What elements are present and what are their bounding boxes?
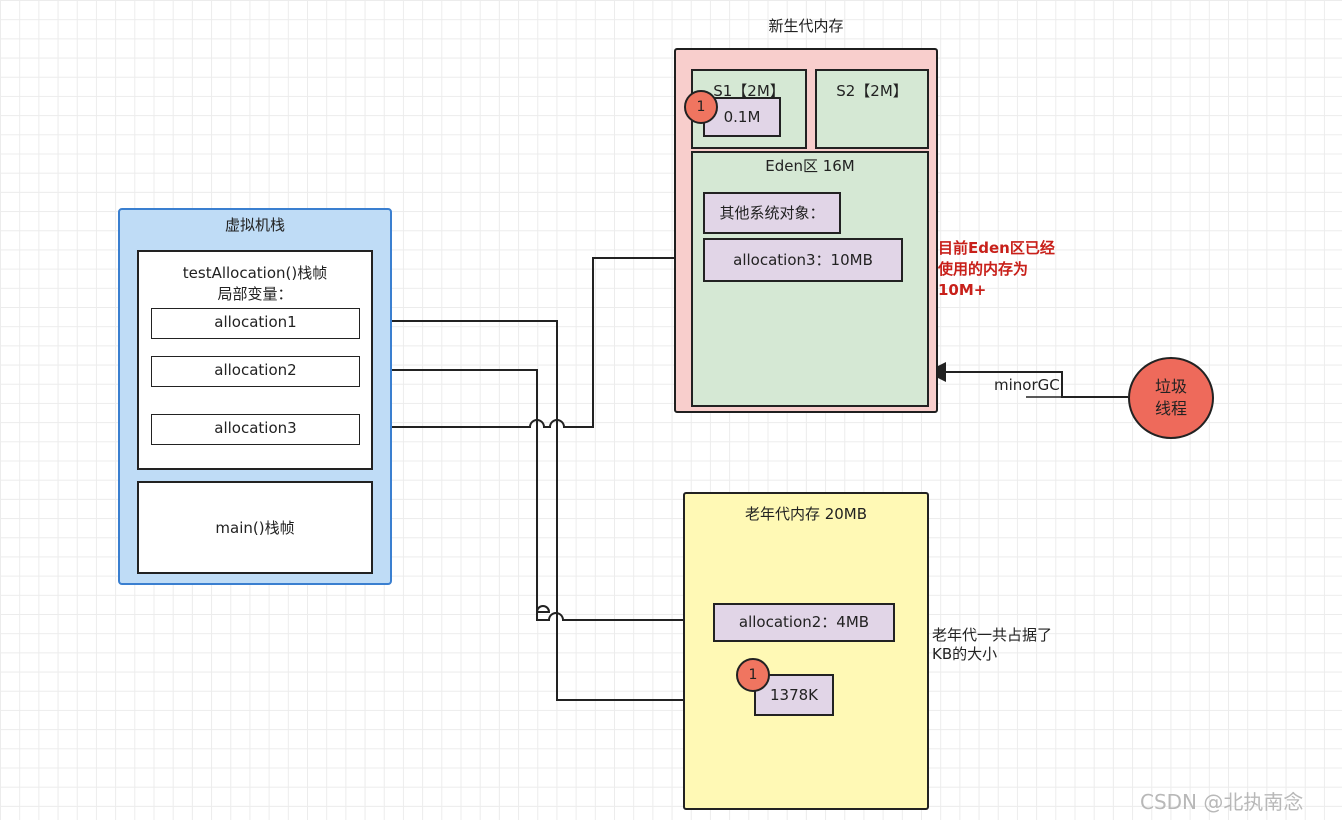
allocation2-var: allocation2 [151,356,360,387]
vm-stack-panel: 虚拟机栈 testAllocation()栈帧 局部变量： allocation… [118,208,392,585]
old-gen-usage-note: 老年代一共占据了KB的大小 [932,626,1053,663]
old-gen-title: 老年代内存 20MB [744,505,868,523]
locals-label: 局部变量： [217,285,293,303]
allocation2-to-old-arrow [358,369,713,630]
s1-label: S1【2M】 [713,82,785,100]
old-gen-panel: 老年代内存 20MB allocation2：4MB 1378K 1 [683,492,929,810]
s2-label: S2【2M】 [836,82,908,100]
eden-region: Eden区 16M 其他系统对象： allocation3：10MB [691,151,929,407]
young-gen-panel: S1【2M】 0.1M 1 S2【2M】 Eden区 16M 其他系统对象： a… [674,48,938,413]
minor-gc-label: minorGC [994,376,1060,394]
s1-badge: 1 [684,90,718,124]
eden-allocation3-object: allocation3：10MB [703,238,903,282]
young-gen-title: 新生代内存 [768,17,844,35]
eden-other-objects: 其他系统对象： [703,192,841,234]
test-allocation-frame: testAllocation()栈帧 局部变量： allocation1 all… [137,250,373,470]
watermark: CSDN @北执南念 [1140,790,1304,814]
vm-stack-title: 虚拟机栈 [224,216,285,234]
gc-thread-label: 垃圾线程 [1154,377,1187,418]
allocation3-to-eden-arrow [358,248,702,428]
minor-gc-arrow [926,362,1128,398]
eden-label: Eden区 16M [765,157,855,175]
s2-region: S2【2M】 [815,69,929,149]
main-frame: main()栈帧 [137,481,373,574]
gc-thread-circle: 垃圾线程 [1128,357,1214,439]
old-badge: 1 [736,658,770,692]
old-1378k-object: 1378K [754,674,834,716]
eden-usage-note: 目前Eden区已经使用的内存为10M+ [938,239,1055,299]
old-allocation2-object: allocation2：4MB [713,603,895,642]
allocation3-var: allocation3 [151,414,360,445]
frame-title: testAllocation()栈帧 [182,264,328,282]
allocation1-to-old-1378k-arrow [358,320,754,710]
allocation1-var: allocation1 [151,308,360,339]
